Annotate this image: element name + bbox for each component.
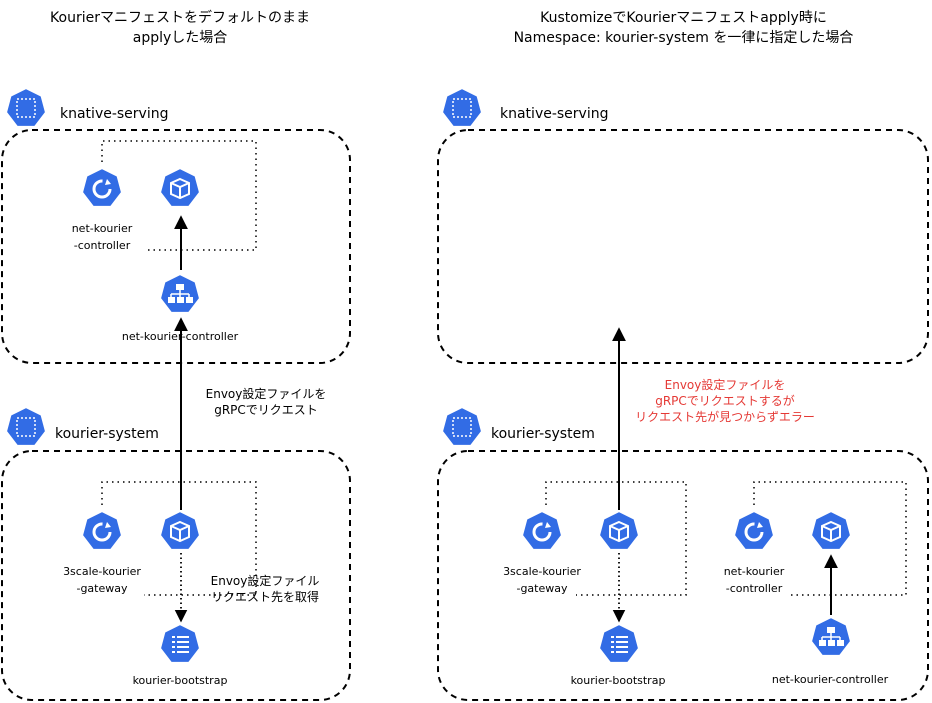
namespace-icon [441, 87, 483, 128]
right-title: KustomizeでKourierマニフェストapply時に Namespace… [435, 8, 932, 48]
left-net-kourier-service-icon [159, 273, 201, 314]
left-bootstrap-configmap-icon [159, 623, 201, 664]
right-gateway-deploy-icon [521, 510, 563, 551]
right-bootstrap-label: kourier-bootstrap [570, 674, 666, 687]
right-kourier-system-namespace [437, 450, 929, 701]
right-net-kourier-service-icon [810, 616, 852, 657]
right-bootstrap-configmap-icon [598, 623, 640, 664]
left-gateway-deploy-icon [81, 510, 123, 551]
namespace-icon [5, 406, 47, 447]
namespace-icon [5, 87, 47, 128]
left-net-kourier-controller-svc-label: net-kourier-controller [121, 330, 239, 343]
right-title-line1: KustomizeでKourierマニフェストapply時に [540, 10, 827, 26]
right-knative-serving-namespace [437, 129, 929, 364]
right-net-kourier-pod-icon [810, 510, 852, 551]
right-error-note: Envoy設定ファイルを gRPCでリクエストするが リクエスト先が見つからずエ… [635, 378, 815, 424]
left-bootstrap-note: Envoy設定ファイル リクエスト先を取得 [210, 574, 320, 604]
left-net-kourier-pod-icon [159, 167, 201, 208]
left-net-kourier-controller-deploy-icon [81, 167, 123, 208]
left-knative-serving-namespace [1, 129, 351, 364]
right-net-kourier-controller-deploy-icon [733, 510, 775, 551]
left-title-line1: Kourierマニフェストをデフォルトのまま [50, 10, 310, 26]
left-grpc-note: Envoy設定ファイルを gRPCでリクエスト [205, 387, 327, 417]
left-title: Kourierマニフェストをデフォルトのまま applyした場合 [0, 8, 360, 48]
namespace-icon [441, 406, 483, 447]
left-gateway-pod-icon [159, 510, 201, 551]
right-title-line2: Namespace: kourier-system を一律に指定した場合 [513, 30, 854, 46]
left-knative-serving-label: knative-serving [60, 106, 169, 122]
right-net-kourier-controller-svc-label: net-kourier-controller [771, 673, 889, 686]
right-kourier-system-label: kourier-system [491, 426, 595, 442]
right-gateway-pod-icon [598, 510, 640, 551]
right-gateway-pod-label: 3scale-kourier -gateway [503, 565, 581, 595]
left-gateway-deployment-border [101, 481, 257, 596]
right-knative-serving-label: knative-serving [500, 106, 609, 122]
left-title-line2: applyした場合 [132, 30, 228, 46]
left-bootstrap-label: kourier-bootstrap [132, 674, 228, 687]
left-gateway-pod-label: 3scale-kourier -gateway [63, 565, 141, 595]
right-net-kourier-controller-pod-label: net-kourier -controller [723, 565, 785, 595]
left-kourier-system-label: kourier-system [55, 426, 159, 442]
left-net-kourier-controller-pod-label: net-kourier -controller [71, 222, 133, 252]
left-kourier-system-namespace [1, 450, 351, 701]
